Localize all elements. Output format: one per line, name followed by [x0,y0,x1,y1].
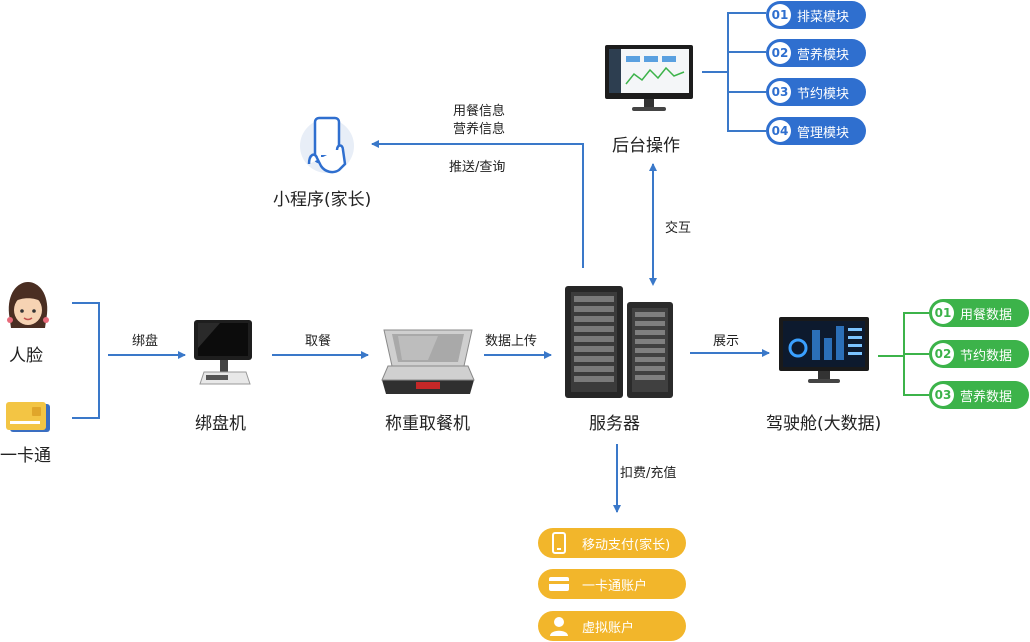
data-label: 节约数据 [960,348,1013,364]
payment-label: 虚拟账户 [582,620,635,636]
server-label: 服务器 [589,414,640,434]
person-icon [548,615,570,637]
data-label: 用餐数据 [960,307,1013,323]
backend-monitor-icon [605,45,693,111]
id-card-icon [6,402,50,432]
module-number: 03 [769,81,791,103]
cockpit-label: 驾驶舱(大数据) [766,414,882,434]
input-bracket [72,302,100,419]
card-icon [548,573,570,595]
data-number: 02 [932,343,954,365]
payment-pill-card[interactable]: 一卡通账户 [538,569,686,599]
payment-label: 移动支付(家长) [582,537,671,553]
bind-edge-label: 绑盘 [132,334,159,349]
data-label: 营养数据 [960,389,1013,405]
data-number: 01 [932,302,954,324]
module-number: 02 [769,42,791,64]
meal-info-label: 用餐信息 [453,104,506,119]
bind-machine-label: 绑盘机 [195,414,246,434]
module-pill-management[interactable]: 04 管理模块 [766,117,866,145]
module-pill-scheduling[interactable]: 01 排菜模块 [766,1,866,29]
charge-edge-label: 扣费/充值 [620,466,677,481]
backend-label: 后台操作 [612,136,680,156]
data-pill-meal[interactable]: 01 用餐数据 [929,299,1029,327]
module-label: 节约模块 [797,86,850,102]
module-label: 管理模块 [797,125,850,141]
cockpit-dashboard-icon [779,317,869,383]
modules-bracket [727,12,766,132]
payment-pill-mobile[interactable]: 移动支付(家长) [538,528,686,558]
nutrition-info-label: 营养信息 [453,122,506,137]
scale-machine-label: 称重取餐机 [385,414,470,434]
interact-edge-label: 交互 [665,221,692,236]
data-pill-nutrition[interactable]: 03 营养数据 [929,381,1029,409]
payment-pill-virtual[interactable]: 虚拟账户 [538,611,686,641]
module-pill-saving[interactable]: 03 节约模块 [766,78,866,106]
smartphone-hand-icon [300,116,354,174]
module-number: 04 [769,120,791,142]
data-pill-saving[interactable]: 02 节约数据 [929,340,1029,368]
payment-label: 一卡通账户 [582,578,648,594]
weighing-machine-icon [381,329,475,394]
miniapp-label: 小程序(家长) [273,190,372,210]
girl-face-icon [7,282,49,328]
upload-edge-label: 数据上传 [485,334,538,349]
display-edge-label: 展示 [713,334,740,349]
face-label: 人脸 [9,346,43,366]
card-label: 一卡通 [0,446,51,466]
module-label: 排菜模块 [797,9,850,25]
server-rack-icon [565,286,673,398]
binding-terminal-icon [194,320,252,385]
module-number: 01 [769,4,791,26]
take-meal-edge-label: 取餐 [305,334,332,349]
module-pill-nutrition[interactable]: 02 营养模块 [766,39,866,67]
data-number: 03 [932,384,954,406]
module-label: 营养模块 [797,47,850,63]
mobile-phone-icon [548,532,570,554]
push-query-edge-label: 推送/查询 [449,160,506,175]
arrow-push-query [371,140,584,268]
